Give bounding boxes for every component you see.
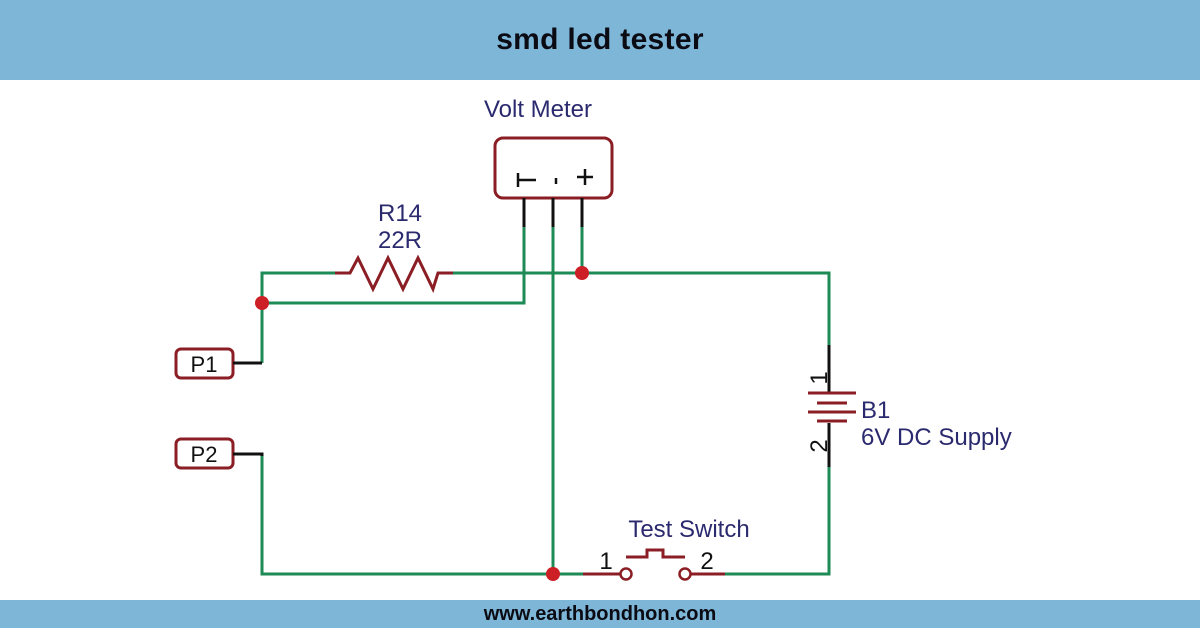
- switch-contact-1: [619, 567, 633, 581]
- switch-pin-2-label: 2: [700, 548, 713, 575]
- switch-contact-2: [678, 567, 692, 581]
- junction-dot: [546, 567, 560, 581]
- port-p2-label: P2: [191, 442, 218, 467]
- junction-dot: [255, 296, 269, 310]
- page-title: smd led tester: [496, 23, 704, 56]
- battery-value: 6V DC Supply: [861, 424, 1012, 451]
- website-link[interactable]: www.earthbondhon.com: [483, 602, 717, 625]
- battery-b1: 1 2 B1 6V DC Supply: [806, 345, 1012, 467]
- wire-p1-to-resistor: [260, 271, 335, 363]
- switch-label: Test Switch: [628, 516, 749, 543]
- battery-ref: B1: [861, 397, 890, 424]
- junction-dot: [575, 266, 589, 280]
- resistor-zigzag: [335, 254, 453, 294]
- voltmeter-body: [493, 136, 614, 200]
- wire-resistor-to-battery: [453, 271, 831, 345]
- resistor-r14: R14 22R: [335, 200, 453, 294]
- port-p1-label: P1: [191, 352, 218, 377]
- wire-meter-t-to-p1: [262, 227, 526, 305]
- resistor-ref: R14: [378, 200, 422, 227]
- title-banner: smd led tester: [0, 0, 1200, 80]
- port-p2: P2: [174, 437, 264, 470]
- port-p2-lead: [233, 452, 264, 456]
- battery-pin-2-label: 2: [806, 439, 833, 452]
- resistor-value: 22R: [378, 227, 422, 254]
- switch-pin-1-label: 1: [599, 548, 612, 575]
- wires: [260, 227, 831, 576]
- test-switch: Test Switch 1 2: [583, 516, 750, 581]
- battery-pin-1-label: 1: [806, 371, 833, 384]
- voltmeter-plus-symbol: [577, 169, 593, 185]
- port-p1: P1: [174, 347, 262, 380]
- switch-actuator: [626, 548, 685, 559]
- voltmeter: Volt Meter: [484, 96, 614, 227]
- voltmeter-pin-t-symbol: [516, 173, 536, 187]
- wire-p2-to-switch: [260, 455, 583, 576]
- voltmeter-label: Volt Meter: [484, 96, 592, 123]
- wire-switch-to-battery: [725, 467, 831, 576]
- footer-banner: www.earthbondhon.com: [0, 600, 1200, 628]
